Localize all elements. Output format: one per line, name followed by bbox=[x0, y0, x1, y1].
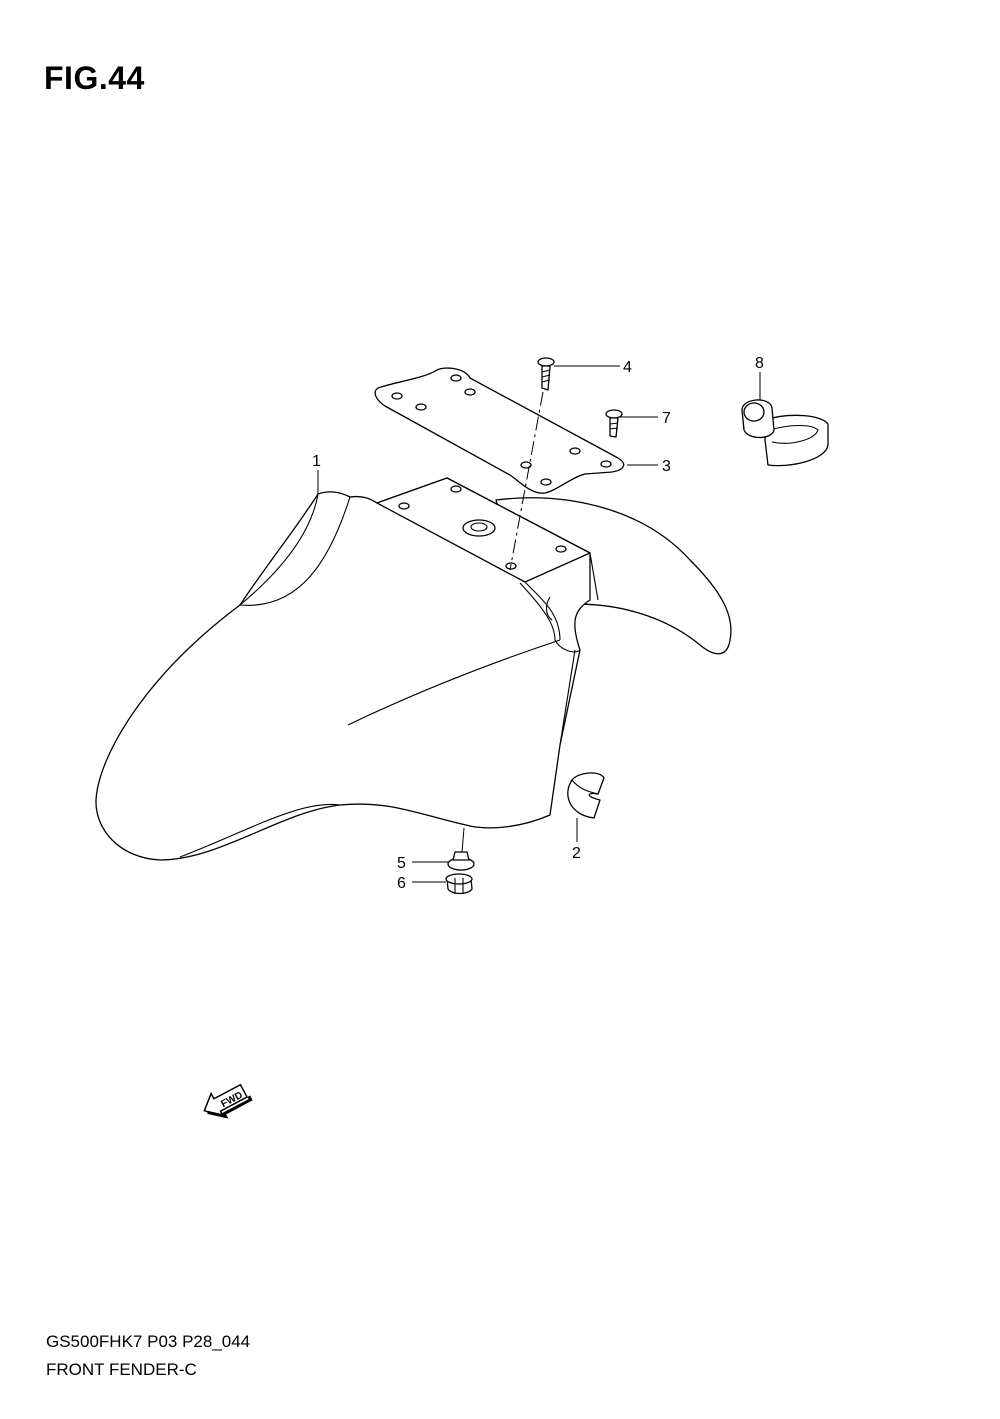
screw-4 bbox=[537, 357, 555, 391]
callout-3: 3 bbox=[662, 458, 671, 475]
figure-name: FRONT FENDER-C bbox=[46, 1360, 197, 1379]
fwd-arrow-icon: FWD bbox=[203, 1083, 253, 1119]
fender-bracket bbox=[374, 367, 625, 494]
figure-title: FIG.44 bbox=[44, 60, 145, 96]
leader-lines bbox=[317, 365, 761, 883]
clip-2 bbox=[567, 772, 605, 819]
callout-2: 2 bbox=[572, 845, 581, 862]
callout-6: 6 bbox=[397, 875, 406, 892]
screw-7 bbox=[605, 409, 623, 438]
callout-5: 5 bbox=[397, 855, 406, 872]
fwd-label: FWD bbox=[219, 1090, 244, 1110]
grommet-8 bbox=[741, 399, 829, 467]
nut-5 bbox=[447, 851, 475, 871]
callout-1: 1 bbox=[312, 453, 321, 470]
callout-8: 8 bbox=[755, 355, 764, 372]
callout-4: 4 bbox=[623, 359, 632, 376]
callout-7: 7 bbox=[662, 410, 671, 427]
front-fender bbox=[95, 477, 732, 861]
nut-6 bbox=[445, 873, 473, 895]
figure-code: GS500FHK7 P03 P28_044 bbox=[46, 1332, 251, 1351]
